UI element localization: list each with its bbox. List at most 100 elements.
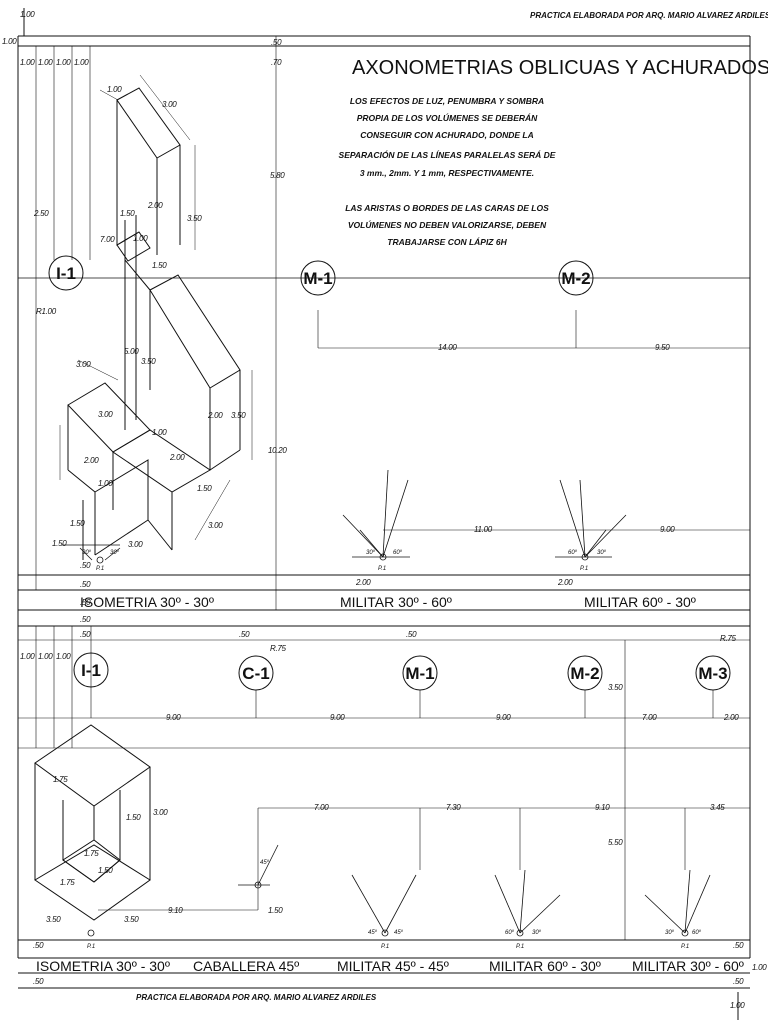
svg-text:1.50: 1.50 xyxy=(52,539,67,548)
svg-text:1.00: 1.00 xyxy=(56,652,71,661)
svg-text:.50: .50 xyxy=(80,580,91,589)
svg-text:1.00: 1.00 xyxy=(107,85,122,94)
svg-text:P.1: P.1 xyxy=(516,944,524,950)
svg-text:1.00: 1.00 xyxy=(98,479,113,488)
panel-label: MILITAR 60º - 30º xyxy=(489,958,601,974)
circle-m3-bottom xyxy=(695,655,731,691)
svg-text:.50: .50 xyxy=(239,630,250,639)
header-credit: PRACTICA ELABORADA POR ARQ. MARIO ALVARE… xyxy=(530,11,768,20)
svg-text:R.75: R.75 xyxy=(270,644,287,653)
svg-text:1.00: 1.00 xyxy=(133,234,148,243)
svg-text:9.00: 9.00 xyxy=(330,713,345,722)
svg-text:2.00: 2.00 xyxy=(355,578,371,587)
circle-label: M-3 xyxy=(698,664,727,683)
panel-label: MILITAR 30º - 60º xyxy=(340,594,452,610)
svg-text:30º: 30º xyxy=(366,549,376,556)
svg-text:14.00: 14.00 xyxy=(438,343,457,352)
circle-label: M-2 xyxy=(561,269,590,288)
circle-i1-bottom xyxy=(73,652,109,688)
svg-text:.50: .50 xyxy=(733,977,744,986)
circle-c1-bottom xyxy=(238,655,274,691)
svg-text:1.50: 1.50 xyxy=(70,519,85,528)
svg-text:.50: .50 xyxy=(80,615,91,624)
panel-label: ISOMETRIA 30º - 30º xyxy=(80,594,214,610)
svg-text:45º: 45º xyxy=(394,929,404,936)
isometric-figure-bottom xyxy=(34,724,151,921)
svg-text:3 mm., 2mm. Y 1 mm, RESPECTIVA: 3 mm., 2mm. Y 1 mm, RESPECTIVAMENTE. xyxy=(360,168,534,178)
svg-text:SEPARACIÓN DE LAS LÍNEAS PARAL: SEPARACIÓN DE LAS LÍNEAS PARALELAS SERÁ … xyxy=(339,149,556,160)
svg-text:.70: .70 xyxy=(271,58,282,67)
svg-text:3.50: 3.50 xyxy=(608,683,623,692)
circle-m2-bottom xyxy=(567,655,603,691)
isometric-figure-top xyxy=(67,87,241,560)
svg-text:1.50: 1.50 xyxy=(120,209,135,218)
circle-label: I-1 xyxy=(81,661,101,680)
circle-label: M-1 xyxy=(405,664,434,683)
svg-text:1.75: 1.75 xyxy=(84,849,99,858)
svg-text:9.00: 9.00 xyxy=(496,713,511,722)
svg-text:R.75: R.75 xyxy=(720,634,737,643)
svg-text:2.00: 2.00 xyxy=(147,201,163,210)
svg-text:R1.00: R1.00 xyxy=(36,307,57,316)
svg-text:1.50: 1.50 xyxy=(98,866,113,875)
svg-text:30º: 30º xyxy=(665,929,675,936)
svg-text:.50: .50 xyxy=(80,598,91,607)
svg-text:3.00: 3.00 xyxy=(128,540,143,549)
circle-i1-top xyxy=(48,255,84,291)
svg-text:7.00: 7.00 xyxy=(314,803,329,812)
svg-text:3.50: 3.50 xyxy=(231,411,246,420)
panel-label: CABALLERA 45º xyxy=(193,958,299,974)
svg-text:7.30: 7.30 xyxy=(446,803,461,812)
svg-text:1.50: 1.50 xyxy=(268,906,283,915)
circle-m1-top xyxy=(300,260,336,296)
svg-text:60º: 60º xyxy=(393,549,403,556)
svg-text:P.1: P.1 xyxy=(580,566,588,572)
svg-text:.50: .50 xyxy=(406,630,417,639)
svg-text:5.00: 5.00 xyxy=(124,347,139,356)
circle-m2-top xyxy=(558,260,594,296)
svg-text:45º: 45º xyxy=(368,929,378,936)
light-rays-m2-top xyxy=(555,479,627,561)
circle-label: M-1 xyxy=(303,269,332,288)
svg-text:1.75: 1.75 xyxy=(53,775,68,784)
light-rays-m1-top xyxy=(342,469,410,561)
svg-text:9.10: 9.10 xyxy=(168,906,183,915)
svg-text:2.50: 2.50 xyxy=(33,209,49,218)
svg-text:1.00: 1.00 xyxy=(38,652,53,661)
svg-text:2.00: 2.00 xyxy=(169,453,185,462)
svg-text:1.75: 1.75 xyxy=(60,878,75,887)
svg-text:30º: 30º xyxy=(82,549,92,556)
svg-text:1.00: 1.00 xyxy=(152,428,167,437)
svg-text:3.45: 3.45 xyxy=(710,803,725,812)
svg-text:P.1: P.1 xyxy=(87,944,95,950)
svg-text:3.50: 3.50 xyxy=(46,915,61,924)
svg-text:2.00: 2.00 xyxy=(83,456,99,465)
svg-text:VOLÚMENES NO DEBEN VALORIZARSE: VOLÚMENES NO DEBEN VALORIZARSE, DEBEN xyxy=(348,219,547,230)
circle-label: C-1 xyxy=(242,664,269,683)
svg-text:3.00: 3.00 xyxy=(208,521,223,530)
svg-text:.50: .50 xyxy=(33,941,44,950)
svg-text:9.00: 9.00 xyxy=(660,525,675,534)
svg-text:1.50: 1.50 xyxy=(126,813,141,822)
svg-text:TRABAJARSE CON LÁPIZ 6H: TRABAJARSE CON LÁPIZ 6H xyxy=(387,237,507,247)
svg-text:1.00: 1.00 xyxy=(730,1001,745,1010)
svg-text:PROPIA DE LOS VOLÚMENES SE DEB: PROPIA DE LOS VOLÚMENES SE DEBERÁN xyxy=(357,112,538,123)
svg-text:7.00: 7.00 xyxy=(642,713,657,722)
circle-m1-bottom xyxy=(402,655,438,691)
instructions-note: LOS EFECTOS DE LUZ, PENUMBRA Y SOMBRA PR… xyxy=(339,96,556,247)
svg-text:.50: .50 xyxy=(271,38,282,47)
svg-text:5.50: 5.50 xyxy=(608,838,623,847)
svg-text:1.00: 1.00 xyxy=(2,37,17,46)
svg-text:2.00: 2.00 xyxy=(207,411,223,420)
svg-text:P.1: P.1 xyxy=(381,944,389,950)
panel-label: MILITAR 30º - 60º xyxy=(632,958,744,974)
svg-text:60º: 60º xyxy=(568,549,578,556)
svg-text:60º: 60º xyxy=(505,929,515,936)
svg-text:3.50: 3.50 xyxy=(141,357,156,366)
svg-text:1.00: 1.00 xyxy=(20,10,35,19)
svg-text:1.00: 1.00 xyxy=(74,58,89,67)
svg-text:LOS EFECTOS DE LUZ, PENUMBRA Y: LOS EFECTOS DE LUZ, PENUMBRA Y SOMBRA xyxy=(350,96,544,106)
svg-text:60º: 60º xyxy=(692,929,702,936)
circle-label: I-1 xyxy=(56,264,76,283)
